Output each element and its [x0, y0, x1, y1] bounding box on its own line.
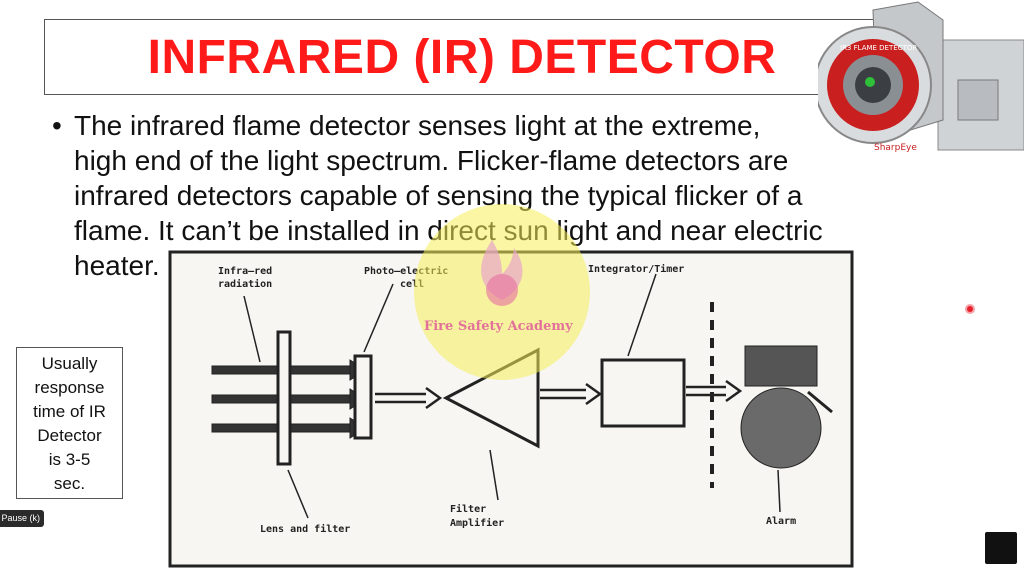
- bullet-paragraph: • The infrared flame detector senses lig…: [52, 108, 912, 283]
- label-photo-2: cell: [400, 279, 424, 290]
- product-brand: SharpEye: [874, 143, 917, 153]
- label-infra-red-2: radiation: [218, 278, 272, 290]
- alarm-bell: [740, 387, 822, 469]
- note-line-6: sec.: [53, 474, 86, 493]
- bullet-line-1: The infrared flame detector senses light…: [74, 110, 761, 141]
- product-ring-text: IR3 FLAME DETECTOR: [840, 44, 917, 52]
- note-line-2: response: [34, 378, 105, 397]
- cursor-dot-icon: [965, 304, 975, 314]
- lens-filter-shape: [276, 330, 292, 466]
- stop-button[interactable]: [985, 532, 1017, 564]
- label-alarm: Alarm: [766, 516, 796, 527]
- watermark-logo: Fire Safety Academy: [414, 204, 590, 380]
- slide-title: INFRARED (IR) DETECTOR: [147, 30, 777, 84]
- bullet-line-2: high end of the light spectrum. Flicker-…: [74, 145, 789, 176]
- bullet-dot: •: [52, 110, 62, 141]
- alarm-housing: [744, 345, 818, 387]
- pause-button[interactable]: Pause (k): [0, 510, 44, 527]
- note-line-3: time of IR: [33, 402, 106, 421]
- note-line-5: is 3-5: [48, 450, 91, 469]
- note-line-4: Detector: [37, 426, 102, 445]
- note-line-1: Usually: [41, 354, 98, 373]
- label-lens: Lens and filter: [260, 523, 350, 535]
- label-infra-red-1: Infra—red: [218, 266, 272, 277]
- label-filter-1: Filter: [450, 503, 486, 515]
- response-time-note: Usually response time of IR Detector is …: [16, 347, 123, 499]
- photo-cell-shape: [353, 354, 373, 440]
- title-box: INFRARED (IR) DETECTOR: [44, 19, 880, 95]
- label-filter-2: Amplifier: [450, 517, 504, 529]
- flame-detector-image: SharpEye IR3 FLAME DETECTOR: [818, 1, 1024, 153]
- label-integrator: Integrator/Timer: [588, 263, 684, 275]
- bullet-line-3: infrared detectors capable of sensing th…: [74, 180, 803, 211]
- watermark-text: Fire Safety Academy: [424, 319, 573, 334]
- bullet-line-5: heater.: [74, 250, 160, 281]
- integrator-shape: [600, 358, 686, 428]
